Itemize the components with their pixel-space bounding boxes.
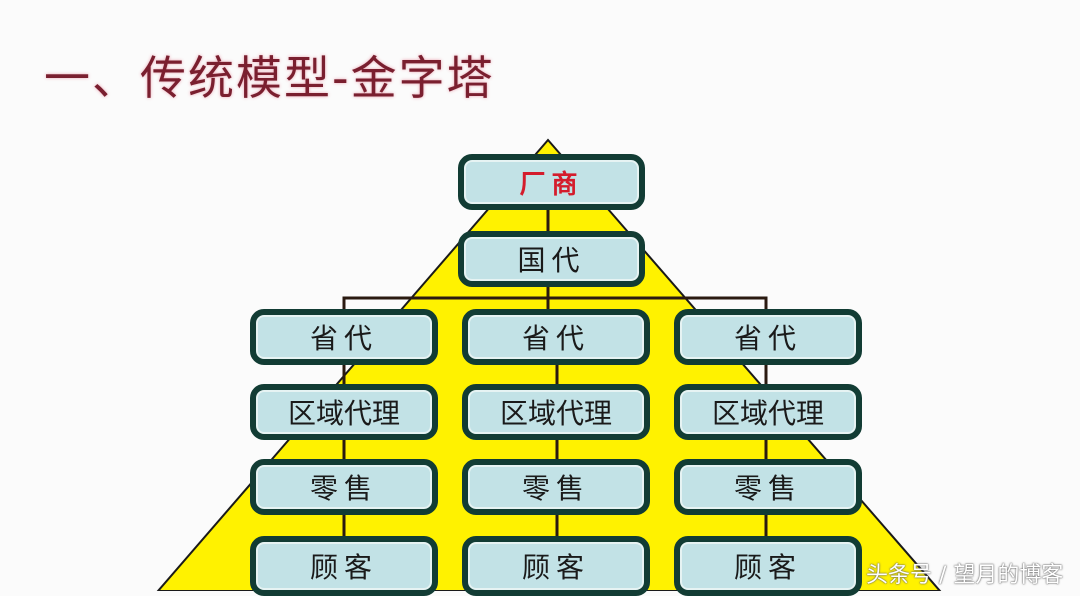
node-retail-2: 零售 <box>462 459 650 515</box>
node-customer-2: 顾客 <box>462 536 650 596</box>
node-regional-agent-3: 区域代理 <box>674 384 862 440</box>
node-label: 顾客 <box>521 551 590 584</box>
node-label: 区域代理 <box>287 397 400 430</box>
node-province-agent-2: 省代 <box>462 309 650 365</box>
watermark: 头条号 / 望月的博客 <box>866 563 1064 588</box>
node-label: 国代 <box>517 244 586 277</box>
node-label: 省代 <box>733 322 802 355</box>
node-label: 顾客 <box>309 551 378 584</box>
node-label: 零售 <box>733 472 802 505</box>
node-customer-1: 顾客 <box>250 536 438 596</box>
node-manufacturer: 厂商 <box>458 154 645 210</box>
node-label: 区域代理 <box>711 397 824 430</box>
node-label: 零售 <box>309 472 378 505</box>
node-province-agent-1: 省代 <box>250 309 438 365</box>
node-retail-3: 零售 <box>674 459 862 515</box>
node-province-agent-3: 省代 <box>674 309 862 365</box>
node-regional-agent-1: 区域代理 <box>250 384 438 440</box>
node-label: 厂商 <box>519 169 584 200</box>
node-retail-1: 零售 <box>250 459 438 515</box>
node-label: 省代 <box>521 322 590 355</box>
node-label: 顾客 <box>733 551 802 584</box>
node-label: 零售 <box>521 472 590 505</box>
node-label: 区域代理 <box>499 397 612 430</box>
node-regional-agent-2: 区域代理 <box>462 384 650 440</box>
node-national-agent: 国代 <box>458 231 645 287</box>
node-customer-3: 顾客 <box>674 536 862 596</box>
page-title: 一、传统模型-金字塔 <box>44 51 495 105</box>
node-label: 省代 <box>309 322 378 355</box>
